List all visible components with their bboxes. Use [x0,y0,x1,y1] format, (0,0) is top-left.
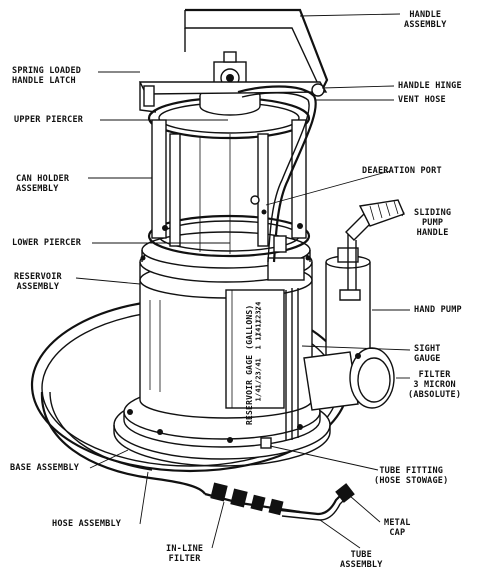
label-upper-piercer: UPPER PIERCER [14,115,84,125]
label-line: FILTER [168,554,201,564]
label-sliding-pump-handle: SLIDING PUMP HANDLE [414,208,451,238]
label-line: RESERVOIR [14,272,62,282]
label-line: METAL [384,518,411,528]
label-reservoir: RESERVOIR ASSEMBLY [14,272,62,292]
label-hand-pump: HAND PUMP [414,305,462,315]
label-line: HANDLE [409,10,442,20]
label-can-holder: CAN HOLDER ASSEMBLY [16,174,69,194]
label-tube-assembly: TUBE ASSEMBLY [340,550,383,570]
label-line: IN-LINE [166,544,204,554]
vent-hose [237,85,317,263]
label-line: ASSEMBLY [16,282,60,292]
gauge-tick: 1/4 [254,388,263,402]
label-line: TUBE FITTING [379,466,444,476]
label-line: ASSEMBLY [404,20,447,30]
label-handle-assembly: HANDLE ASSEMBLY [404,10,447,30]
label-line: CAP [389,528,406,538]
gauge-tick-labels: 2 1 3/4 1 1/2 1 1/4 1 3/4 1/2 1/4 [250,294,270,401]
label-line: 3 MICRON [413,380,456,390]
label-lower-piercer: LOWER PIERCER [12,238,82,248]
label-line: HANDLE LATCH [12,76,76,86]
handle-assembly [138,8,329,113]
label-filter: FILTER 3 MICRON (ABSOLUTE) [408,370,461,400]
label-line: TUBE [350,550,372,560]
label-sight-gauge: SIGHT GAUGE [414,344,441,364]
label-tube-fitting: TUBE FITTING (HOSE STOWAGE) [374,466,448,486]
label-line: ASSEMBLY [16,184,59,194]
label-line: HANDLE [416,228,449,238]
label-line: ASSEMBLY [340,560,383,570]
label-handle-hinge: HANDLE HINGE [398,81,462,91]
label-vent-hose: VENT HOSE [398,95,446,105]
leader-lines [75,13,411,549]
label-line: PUMP [421,218,444,228]
label-spring-latch: SPRING LOADED HANDLE LATCH [12,66,81,86]
filter-housing [303,347,395,411]
label-line: (ABSOLUTE) [408,390,462,400]
sight-gauge-panel [225,257,305,440]
hand-pump [325,199,405,367]
label-line: FILTER [418,370,451,380]
label-inline-filter: IN-LINE FILTER [166,544,203,564]
can-holder-assembly [147,96,311,258]
label-line: GAUGE [414,354,441,364]
label-line: CAN HOLDER [16,174,70,184]
label-line: SIGHT [414,344,441,354]
label-line: SPRING LOADED [12,66,82,76]
label-hose-assembly: HOSE ASSEMBLY [52,519,122,529]
label-base-assembly: BASE ASSEMBLY [10,463,80,473]
label-line: SLIDING [414,208,452,218]
label-deaeration-port: DEAERATION PORT [362,166,442,176]
tube-assembly [204,482,355,521]
label-line: (HOSE STOWAGE) [374,476,449,486]
label-metal-cap: METAL CAP [384,518,411,538]
